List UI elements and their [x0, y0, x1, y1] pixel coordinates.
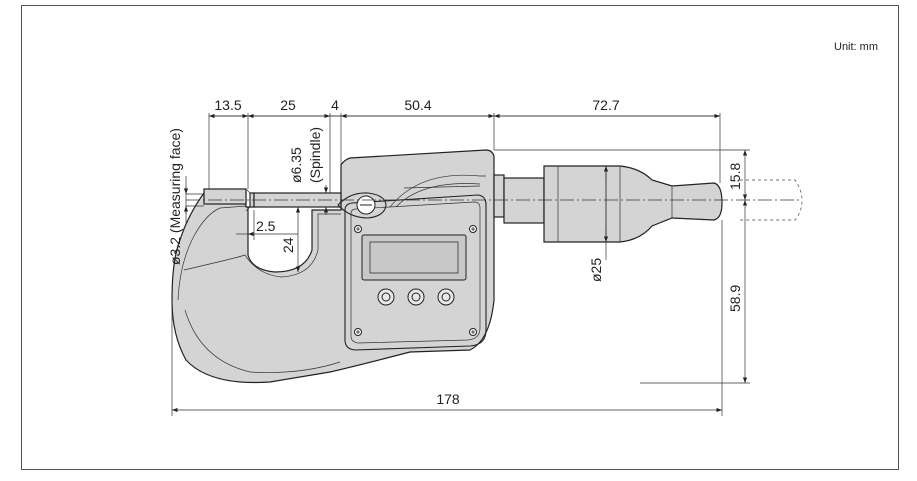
clamp-lever: [337, 192, 387, 219]
thimble: [543, 165, 723, 243]
screw-top-left: [354, 225, 362, 233]
lcd-display: [361, 234, 467, 281]
dim-gap: 4: [331, 97, 339, 113]
sleeve: [503, 177, 545, 224]
screw-bottom-left: [354, 328, 362, 336]
anvil: [203, 188, 247, 205]
dim-anvil-length: 13.5: [214, 97, 241, 113]
screw-top-right: [469, 225, 477, 233]
dim-thimble-dia: ø25: [588, 258, 604, 282]
dim-total-length: 178: [436, 391, 460, 407]
unit-label: Unit: mm: [834, 41, 878, 53]
top-dimensions: 13.5 25 4 50.4 72.7: [208, 97, 721, 193]
left-dimensions: ø3.2 (Measuring face) ø6.35 (Spindle) 2.…: [167, 127, 329, 272]
dim-thimble-height: 15.8: [727, 163, 743, 190]
screw-bottom-right: [469, 328, 477, 336]
dim-spindle-range: 25: [280, 97, 296, 113]
thimble-dia-dimension: ø25: [588, 166, 609, 282]
button-3: [437, 288, 455, 306]
button-2: [407, 288, 425, 306]
button-1: [377, 288, 395, 306]
dim-body-length: 50.4: [404, 97, 431, 113]
dim-anvil-offset: 2.5: [256, 218, 276, 234]
dim-thimble-length: 72.7: [592, 97, 619, 113]
dim-spindle-dia: ø6.35: [288, 147, 304, 183]
bottom-dimension: 178: [171, 220, 723, 416]
dim-spindle-label: (Spindle): [307, 127, 323, 183]
dim-throat-depth: 24: [280, 237, 296, 253]
dim-frame-height: 58.9: [727, 285, 743, 312]
right-dimensions: 15.8 58.9: [494, 149, 750, 384]
dim-measuring-face: ø3.2 (Measuring face): [167, 128, 183, 265]
drawing-border: [21, 5, 899, 470]
micrometer-body: [171, 149, 723, 384]
